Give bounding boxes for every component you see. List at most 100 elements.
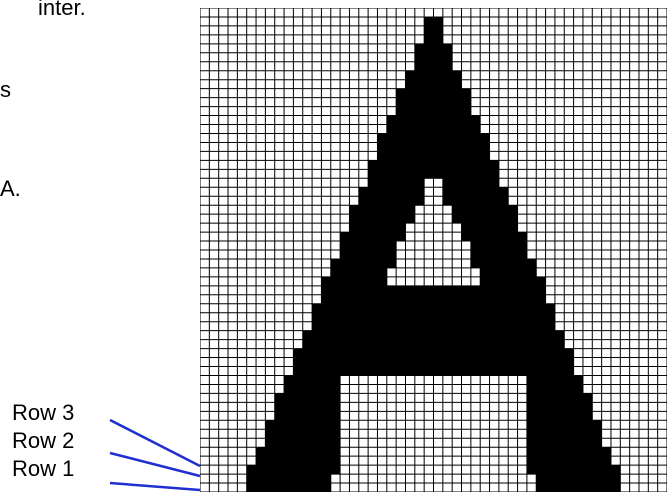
filled-pixel xyxy=(443,107,453,116)
filled-pixel xyxy=(331,465,341,474)
filled-pixel xyxy=(434,62,444,71)
filled-pixel xyxy=(340,313,350,322)
filled-pixel xyxy=(527,268,537,277)
filled-pixel xyxy=(471,169,481,178)
filled-pixel xyxy=(275,402,285,411)
filled-pixel xyxy=(359,268,369,277)
filled-pixel xyxy=(508,295,518,304)
filled-pixel xyxy=(349,259,359,268)
filled-pixel xyxy=(499,304,509,313)
filled-pixel xyxy=(546,340,556,349)
filled-pixel xyxy=(405,107,415,116)
filled-pixel xyxy=(452,331,462,340)
filled-pixel xyxy=(312,456,322,465)
filled-pixel xyxy=(368,232,378,241)
filled-pixel xyxy=(387,367,397,376)
filled-pixel xyxy=(527,286,537,295)
filled-pixel xyxy=(349,250,359,259)
filled-pixel xyxy=(471,214,481,223)
filled-pixel xyxy=(452,133,462,142)
filled-pixel xyxy=(293,438,303,447)
filled-pixel xyxy=(490,187,500,196)
filled-pixel xyxy=(564,429,574,438)
filled-pixel xyxy=(508,268,518,277)
filled-pixel xyxy=(349,313,359,322)
filled-pixel xyxy=(349,268,359,277)
filled-pixel xyxy=(443,286,453,295)
filled-pixel xyxy=(602,465,612,474)
filled-pixel xyxy=(303,447,313,456)
filled-pixel xyxy=(415,160,425,169)
filled-pixel xyxy=(349,277,359,286)
filled-pixel xyxy=(424,304,434,313)
filled-pixel xyxy=(359,331,369,340)
filled-pixel xyxy=(452,98,462,107)
filled-pixel xyxy=(265,456,275,465)
filled-pixel xyxy=(321,411,331,420)
filled-pixel xyxy=(349,214,359,223)
filled-pixel xyxy=(405,295,415,304)
filled-pixel xyxy=(490,250,500,259)
filled-pixel xyxy=(303,384,313,393)
filled-pixel xyxy=(518,250,528,259)
filled-pixel xyxy=(265,438,275,447)
filled-pixel xyxy=(387,160,397,169)
filled-pixel xyxy=(405,125,415,134)
filled-pixel xyxy=(331,259,341,268)
filled-pixel xyxy=(462,142,472,151)
filled-pixel xyxy=(471,178,481,187)
filled-pixel xyxy=(574,375,584,384)
filled-pixel xyxy=(405,71,415,80)
filled-pixel xyxy=(480,160,490,169)
filled-pixel xyxy=(424,53,434,62)
filled-pixel xyxy=(508,340,518,349)
filled-pixel xyxy=(527,340,537,349)
filled-pixel xyxy=(387,295,397,304)
filled-pixel xyxy=(377,250,387,259)
filled-pixel xyxy=(359,205,369,214)
filled-pixel xyxy=(546,402,556,411)
filled-pixel xyxy=(396,125,406,134)
filled-pixel xyxy=(490,232,500,241)
filled-pixel xyxy=(377,313,387,322)
filled-pixel xyxy=(340,304,350,313)
filled-pixel xyxy=(387,241,397,250)
filled-pixel xyxy=(555,465,565,474)
filled-pixel xyxy=(546,474,556,483)
filled-pixel xyxy=(387,304,397,313)
filled-pixel xyxy=(443,142,453,151)
filled-pixel xyxy=(527,402,537,411)
filled-pixel xyxy=(368,277,378,286)
filled-pixel xyxy=(340,241,350,250)
filled-pixel xyxy=(546,313,556,322)
filled-pixel xyxy=(293,384,303,393)
filled-pixel xyxy=(583,474,593,483)
filled-pixel xyxy=(424,169,434,178)
filled-pixel xyxy=(574,429,584,438)
filled-pixel xyxy=(396,232,406,241)
filled-pixel xyxy=(480,169,490,178)
filled-pixel xyxy=(424,17,434,26)
filled-pixel xyxy=(527,438,537,447)
filled-pixel xyxy=(527,465,537,474)
filled-pixel xyxy=(452,286,462,295)
filled-pixel xyxy=(396,178,406,187)
filled-pixel xyxy=(471,116,481,125)
filled-pixel xyxy=(480,349,490,358)
filled-pixel xyxy=(499,349,509,358)
filled-pixel xyxy=(462,116,472,125)
filled-pixel xyxy=(349,340,359,349)
filled-pixel xyxy=(293,375,303,384)
filled-pixel xyxy=(359,295,369,304)
filled-pixel xyxy=(499,367,509,376)
filled-pixel xyxy=(415,331,425,340)
filled-pixel xyxy=(536,286,546,295)
filled-pixel xyxy=(377,331,387,340)
filled-pixel xyxy=(331,295,341,304)
filled-pixel xyxy=(415,304,425,313)
filled-pixel xyxy=(555,429,565,438)
filled-pixel xyxy=(424,331,434,340)
filled-pixel xyxy=(462,205,472,214)
filled-pixel xyxy=(415,322,425,331)
filled-pixel xyxy=(480,232,490,241)
